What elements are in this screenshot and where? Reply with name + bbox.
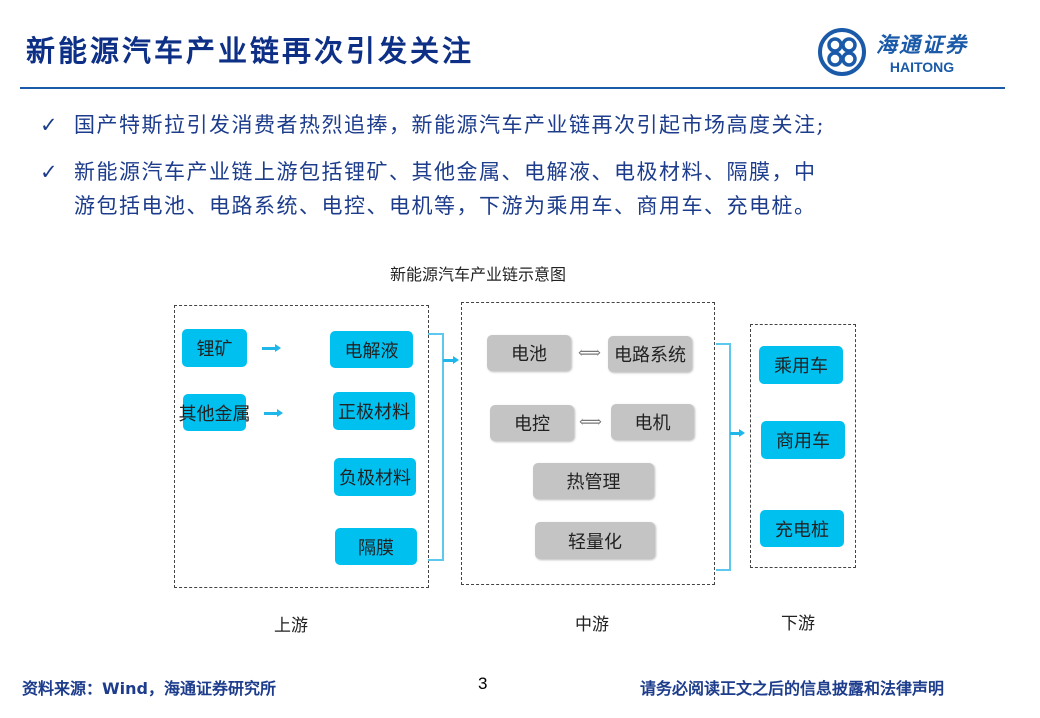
arrow-right-icon [443, 356, 459, 364]
arrow-right-icon [262, 344, 281, 352]
upstream-bracket [428, 333, 444, 561]
check-icon: ✓ [40, 113, 60, 137]
node-commercial-vehicle: 商用车 [761, 421, 845, 459]
label-midstream: 中游 [575, 615, 609, 635]
midstream-bracket [716, 343, 731, 571]
check-icon: ✓ [40, 160, 60, 184]
slide-title: 新能源汽车产业链再次引发关注 [26, 34, 475, 68]
node-lightweight: 轻量化 [535, 522, 655, 559]
node-passenger-car: 乘用车 [759, 346, 843, 384]
node-motor-control: 电控 [490, 405, 574, 441]
node-anode: 负极材料 [334, 458, 416, 496]
double-arrow-icon: ⟺ [579, 412, 602, 431]
source-note: 资料来源：Wind，海通证券研究所 [22, 679, 276, 698]
node-lithium-ore: 锂矿 [182, 329, 247, 367]
diagram-title: 新能源汽车产业链示意图 [390, 265, 567, 284]
bullet-text: 国产特斯拉引发消费者热烈追捧，新能源汽车产业链再次引起市场高度关注; [74, 113, 826, 137]
node-other-metals: 其他金属 [179, 394, 251, 431]
node-battery: 电池 [487, 335, 571, 371]
logo-cn: 海通证券 [876, 32, 968, 57]
node-circuit-system: 电路系统 [608, 336, 692, 372]
bullet-text: 游包括电池、电路系统、电控、电机等，下游为乘用车、商用车、充电桩。 [74, 194, 817, 218]
bullet-text: 新能源汽车产业链上游包括锂矿、其他金属、电解液、电极材料、隔膜，中 [74, 160, 817, 184]
page-number: 3 [478, 674, 488, 693]
bullet-2: ✓ 新能源汽车产业链上游包括锂矿、其他金属、电解液、电极材料、隔膜，中游包括电池、… [40, 155, 817, 223]
disclaimer: 请务必阅读正文之后的信息披露和法律声明 [640, 679, 945, 698]
double-arrow-icon: ⟺ [578, 343, 601, 362]
arrow-right-icon [730, 429, 745, 437]
label-upstream: 上游 [274, 616, 308, 636]
haitong-emblem-icon [818, 28, 866, 76]
node-thermal-management: 热管理 [533, 463, 654, 499]
logo-en: HAITONG [889, 59, 955, 75]
node-electrolyte: 电解液 [330, 331, 413, 368]
node-charging-pile: 充电桩 [760, 510, 844, 547]
node-separator: 隔膜 [335, 528, 417, 565]
downstream-box [750, 324, 856, 568]
node-cathode: 正极材料 [333, 392, 415, 430]
label-downstream: 下游 [781, 614, 815, 634]
upstream-box [174, 305, 429, 588]
node-motor: 电机 [611, 404, 694, 440]
bullet-1: ✓ 国产特斯拉引发消费者热烈追捧，新能源汽车产业链再次引起市场高度关注; [40, 108, 825, 142]
header-divider [20, 87, 1005, 89]
midstream-box [461, 302, 715, 585]
haitong-logo: 海通证券 HAITONG [818, 28, 968, 76]
arrow-right-icon [264, 409, 283, 417]
